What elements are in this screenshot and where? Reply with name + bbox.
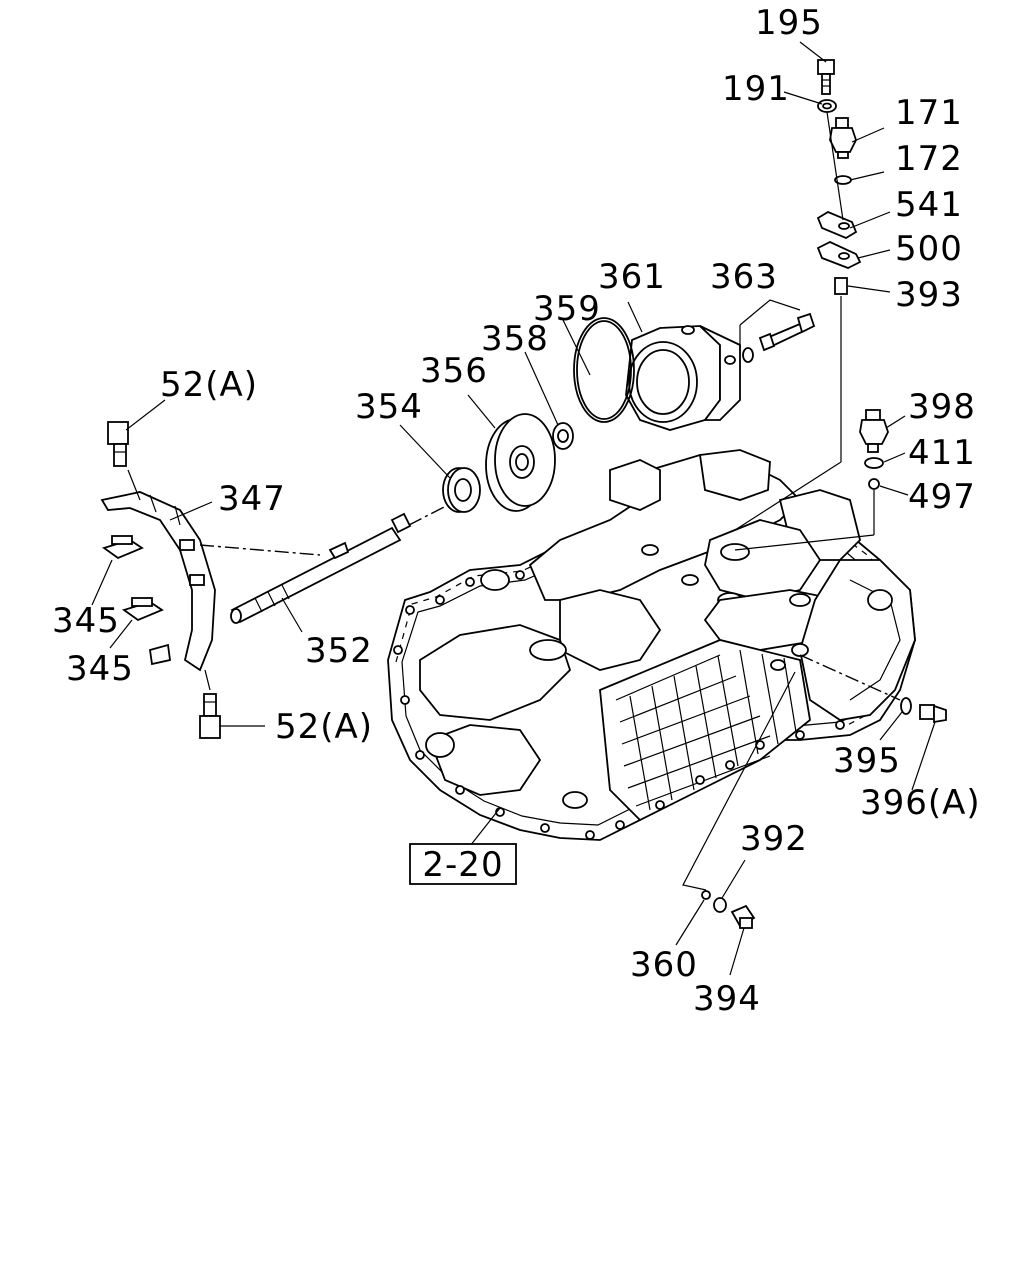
callout-411: 411 [908,433,976,473]
callout-347: 347 [218,479,286,519]
bolt-52a-top [107,421,129,467]
callout-359: 359 [533,289,601,329]
shift-shaft-352 [230,512,412,624]
callout-171: 171 [895,93,963,133]
callout-393: 393 [895,275,963,315]
plug-394 [730,904,756,929]
callout-361: 361 [598,257,666,297]
pad-345-lower [121,597,164,622]
ball-497 [868,478,880,490]
gasket-500 [816,241,862,269]
reference-box-label: 2-20 [422,845,503,885]
bolt-52a-bottom [199,693,221,739]
callout-541: 541 [895,185,963,225]
oil-seal-354 [442,467,481,513]
ball-360 [701,890,711,900]
callout-358: 358 [481,319,549,359]
o-ring-392 [713,897,727,913]
plug-396a [919,704,947,724]
callout-172: 172 [895,139,963,179]
callout-352: 352 [305,631,373,671]
disc-356 [485,413,556,512]
leader-lines [91,41,936,976]
o-ring-359 [573,317,635,423]
callout-191: 191 [722,69,790,109]
callout-394: 394 [693,979,761,1019]
callout-354: 354 [355,387,423,427]
callout-497: 497 [908,477,976,517]
seal-358 [552,422,574,450]
callout-356: 356 [420,351,488,391]
pad-345-upper [101,535,144,560]
shift-fork-347 [100,491,216,672]
callout-52a-bottom: 52(A) [275,707,373,747]
cover-361 [625,325,741,431]
callout-398: 398 [908,387,976,427]
sensor-398 [859,409,889,453]
washer-191 [817,99,837,113]
sensor-171 [829,117,857,159]
callout-345-lower: 345 [66,649,134,689]
o-ring-395 [900,697,912,715]
callout-392: 392 [740,819,808,859]
reference-box: 2-20 [409,843,517,885]
callout-360: 360 [630,945,698,985]
bolt-363 [758,312,816,352]
callout-345-upper: 345 [52,601,120,641]
pin-393 [834,277,848,295]
callout-52a-top: 52(A) [160,365,258,405]
callout-195: 195 [755,3,823,43]
callout-363: 363 [710,257,778,297]
callout-395: 395 [833,741,901,781]
callout-396a: 396(A) [860,783,981,823]
callout-labels: 195 191 171 172 541 500 393 361 363 359 … [52,3,981,1019]
washer-363 [742,347,754,363]
callout-500: 500 [895,229,963,269]
o-ring-411 [864,457,884,469]
plate-541 [816,210,858,240]
bolt-195 [817,59,835,95]
